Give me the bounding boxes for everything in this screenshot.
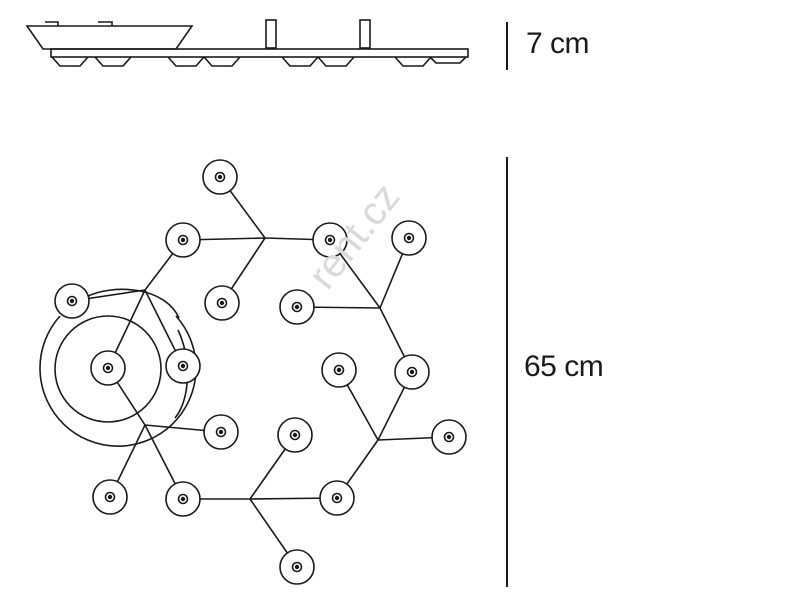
led-node-4 — [391, 220, 427, 256]
arms-group-b — [296, 237, 413, 373]
top-view — [39, 176, 450, 568]
led-node-5 — [54, 283, 90, 319]
led-node-13 — [277, 417, 313, 453]
led-node-15 — [92, 479, 128, 515]
arms-group-c — [107, 367, 222, 500]
led-node-18 — [279, 549, 315, 585]
led-nodes — [54, 159, 467, 585]
width-dimension-label: 65 cm — [524, 350, 604, 383]
side-canopy — [25, 25, 194, 50]
side-arm-plate — [50, 48, 469, 58]
led-node-16 — [165, 481, 201, 517]
led-node-14 — [431, 419, 467, 455]
led-node-9 — [165, 348, 201, 384]
side-post-left — [265, 19, 277, 49]
led-node-3 — [312, 222, 348, 258]
led-node-7 — [279, 289, 315, 325]
side-post-right — [359, 19, 371, 49]
arms-group-a — [71, 176, 331, 369]
led-node-11 — [394, 354, 430, 390]
height-dimension-label: 7 cm — [526, 27, 590, 60]
led-node-1 — [202, 159, 238, 195]
side-canopy-top-mark-1 — [45, 21, 113, 26]
led-node-6 — [204, 285, 240, 321]
canopy-inner-disc — [54, 315, 162, 423]
led-node-12 — [203, 414, 239, 450]
led-node-8 — [90, 350, 126, 386]
led-node-10 — [321, 352, 357, 388]
led-node-17 — [319, 480, 355, 516]
led-node-2 — [165, 222, 201, 258]
side-view — [25, 19, 469, 67]
side-led-modules — [51, 56, 467, 67]
arms-group-d — [183, 369, 450, 568]
canopy-mount-arc — [85, 288, 180, 319]
